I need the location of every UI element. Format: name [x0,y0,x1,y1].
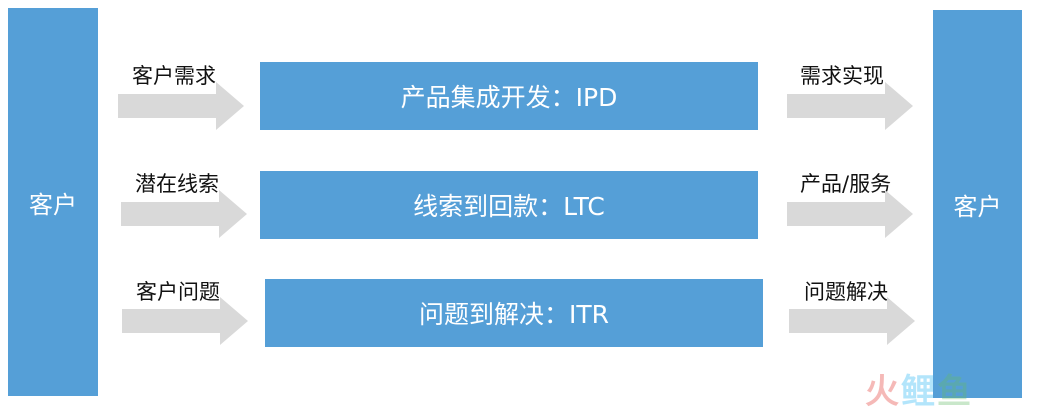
output-label-ltc: 产品/服务 [800,172,892,196]
process-box-ipd: 产品集成开发：IPD [260,62,758,130]
input-arrow-ltc [121,190,249,238]
process-label-ltc: 线索到回款：LTC [413,192,605,221]
process-label-itr: 问题到解决：ITR [418,300,609,329]
right-customer-label: 客户 [953,192,1002,221]
process-box-ltc: 线索到回款：LTC [260,171,758,239]
output-label-itr: 问题解决 [804,280,888,304]
watermark-char: 火 [865,372,901,412]
watermark-char: 鱼 [937,372,973,412]
output-arrow-ltc [787,190,915,238]
output-arrow-ipd [787,82,915,130]
watermark-logo: 火鲤鱼 [865,364,973,413]
input-label-itr: 客户问题 [136,280,220,304]
process-label-ipd: 产品集成开发：IPD [400,83,618,112]
input-label-ipd: 客户需求 [132,64,216,88]
left-customer-label: 客户 [29,190,77,219]
right-customer-box: 客户 [933,10,1022,398]
output-arrow-itr [789,297,917,345]
process-box-itr: 问题到解决：ITR [265,279,763,347]
output-label-ipd: 需求实现 [800,64,884,88]
input-label-ltc: 潜在线索 [135,172,219,196]
input-arrow-ipd [118,82,246,130]
input-arrow-itr [122,297,250,345]
watermark-char: 鲤 [901,372,937,412]
left-customer-box: 客户 [8,8,98,396]
